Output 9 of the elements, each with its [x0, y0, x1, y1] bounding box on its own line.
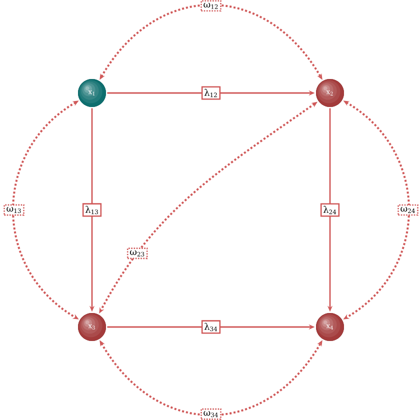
- edge-label: λ$_{13}$: [82, 203, 102, 217]
- edge-label: λ$_{12}$: [201, 86, 221, 100]
- edge-label: ω$_{13}$: [4, 204, 24, 216]
- edge-label: λ$_{24}$: [320, 203, 340, 217]
- edge-label: ω$_{23}$: [126, 248, 148, 260]
- edge-label: λ$_{34}$: [201, 320, 221, 334]
- edge-label: ω$_{34}$: [200, 408, 222, 420]
- edge-label: ω$_{12}$: [200, 0, 222, 12]
- edge-label: ω$_{24}$: [398, 204, 418, 216]
